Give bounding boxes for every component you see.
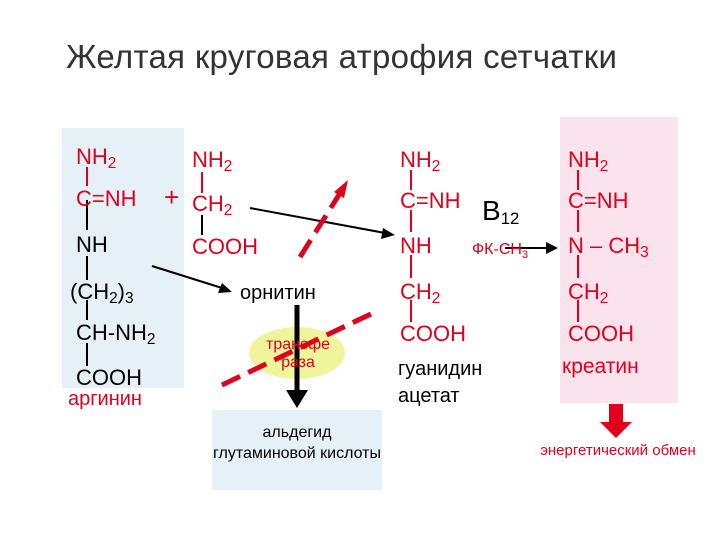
page-title: Желтая круговая атрофия сетчатки <box>66 38 618 75</box>
arginine-ch2n: (CH2)3 <box>70 279 134 307</box>
creatine-cnh: C=NH <box>568 188 629 213</box>
transferase-label: трансфе раза <box>265 336 331 371</box>
aldehyde-box <box>212 410 382 490</box>
arrow-to-gaa <box>249 207 395 239</box>
creatine-label: креатин <box>562 355 639 378</box>
arginine-cnh: C=NH <box>76 186 137 211</box>
arginine-nh2: NH2 <box>76 144 117 172</box>
glycine-nh2: NH2 <box>192 147 233 175</box>
glycine-ch2: CH2 <box>192 191 233 219</box>
arrow-to-aldehyde <box>286 305 308 408</box>
creatine-cooh: COOH <box>568 321 634 346</box>
ornithine-label: орнитин <box>240 282 316 304</box>
arginine-label: аргинин <box>68 388 142 410</box>
block-mark-gaa-path <box>297 180 348 259</box>
fk-ch3-label: ФК-CH3 <box>472 241 529 261</box>
arginine-nh: NH <box>76 232 108 257</box>
creatine-nh2: NH2 <box>568 147 609 175</box>
gaa-cooh: COOH <box>400 321 466 346</box>
arrow-to-ornithine <box>151 265 232 293</box>
creatine-nch3: N – CH3 <box>568 233 649 261</box>
arrow-to-creatine <box>505 242 558 254</box>
plus-sign: + <box>164 182 180 212</box>
creatine-box <box>560 117 678 403</box>
gaa-label-line1: гуанидин <box>398 358 483 380</box>
gaa-label-line2: ацетат <box>398 385 460 407</box>
gaa-nh2: NH2 <box>400 147 441 175</box>
gaa-cnh: C=NH <box>400 188 461 213</box>
energy-metabolism-label: энергетический обмен <box>540 442 696 459</box>
glycine-cooh: COOH <box>192 234 258 259</box>
arginine-box <box>62 128 184 388</box>
arginine-chnh2: CH-NH2 <box>76 320 156 348</box>
arrow-to-energy <box>600 404 632 438</box>
b12-label: B12 <box>482 195 520 228</box>
creatine-ch2: CH2 <box>568 279 609 307</box>
gaa-nh: NH <box>400 233 432 258</box>
arginine-cooh: COOH <box>76 365 142 390</box>
gaa-ch2: CH2 <box>400 279 441 307</box>
aldehyde-label: альдегид глутаминовой кислоты <box>213 424 381 462</box>
